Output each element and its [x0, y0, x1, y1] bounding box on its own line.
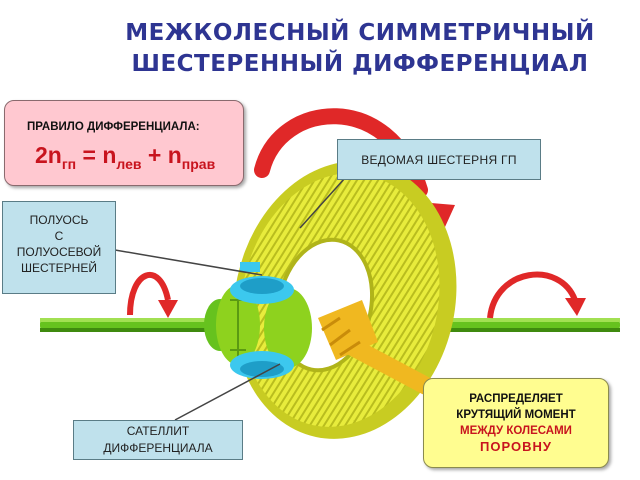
formula-coef: 2n — [35, 142, 62, 168]
leader-lines — [114, 177, 346, 421]
axle-label-line-3: ПОЛУОСЕВОЙ — [16, 245, 102, 259]
axle-label-line-1: ПОЛУОСЬ — [29, 213, 89, 227]
formula-sub-main: гп — [61, 156, 77, 172]
torque-distribution-box: РАСПРЕДЕЛЯЕТ КРУТЯЩИЙ МОМЕНТ МЕЖДУ КОЛЕС… — [423, 378, 609, 468]
differential-rule-box: ПРАВИЛО ДИФФЕРЕНЦИАЛА: 2nгп = nлев + nпр… — [4, 100, 244, 186]
differential-gears — [204, 262, 312, 379]
axle-label-line-4: ШЕСТЕРНЕЙ — [21, 261, 97, 275]
distribution-line-1: РАСПРЕДЕЛЯЕТ — [469, 393, 563, 405]
left-axle-rotation-arrow — [127, 272, 178, 318]
axle-label-line-2: С — [54, 229, 64, 243]
distribution-line-2: КРУТЯЩИЙ МОМЕНТ — [456, 409, 576, 421]
satellite-label-line-2: ДИФФЕРЕНЦИАЛА — [103, 441, 213, 455]
formula-plus: + n — [141, 142, 182, 168]
drive-pinion — [318, 300, 435, 395]
satellite-label: САТЕЛЛИТ ДИФФЕРЕНЦИАЛА — [73, 420, 243, 460]
formula-sub-left: лев — [116, 156, 142, 172]
rule-formula: 2nгп = nлев + nправ — [35, 142, 215, 172]
rule-heading: ПРАВИЛО ДИФФЕРЕНЦИАЛА: — [27, 121, 200, 133]
formula-sub-right: прав — [181, 156, 216, 172]
axle-label: ПОЛУОСЬ С ПОЛУОСЕВОЙ ШЕСТЕРНЕЙ — [2, 201, 116, 294]
title-line-1: МЕЖКОЛЕСНЫЙ СИММЕТРИЧНЫЙ — [125, 20, 595, 46]
right-axle-rotation-arrow — [487, 271, 586, 319]
distribution-line-4: ПОРОВНУ — [480, 439, 552, 454]
distribution-line-3: МЕЖДУ КОЛЕСАМИ — [460, 425, 572, 437]
satellite-label-line-1: САТЕЛЛИТ — [126, 424, 190, 438]
title-line-2: ШЕСТЕРЕННЫЙ ДИФФЕРЕНЦИАЛ — [131, 51, 589, 77]
formula-eq: = n — [76, 142, 117, 168]
driven-gear-label: ВЕДОМАЯ ШЕСТЕРНЯ ГП — [337, 139, 541, 180]
diagram-title: МЕЖКОЛЕСНЫЙ СИММЕТРИЧНЫЙ ШЕСТЕРЕННЫЙ ДИФ… — [90, 18, 630, 80]
